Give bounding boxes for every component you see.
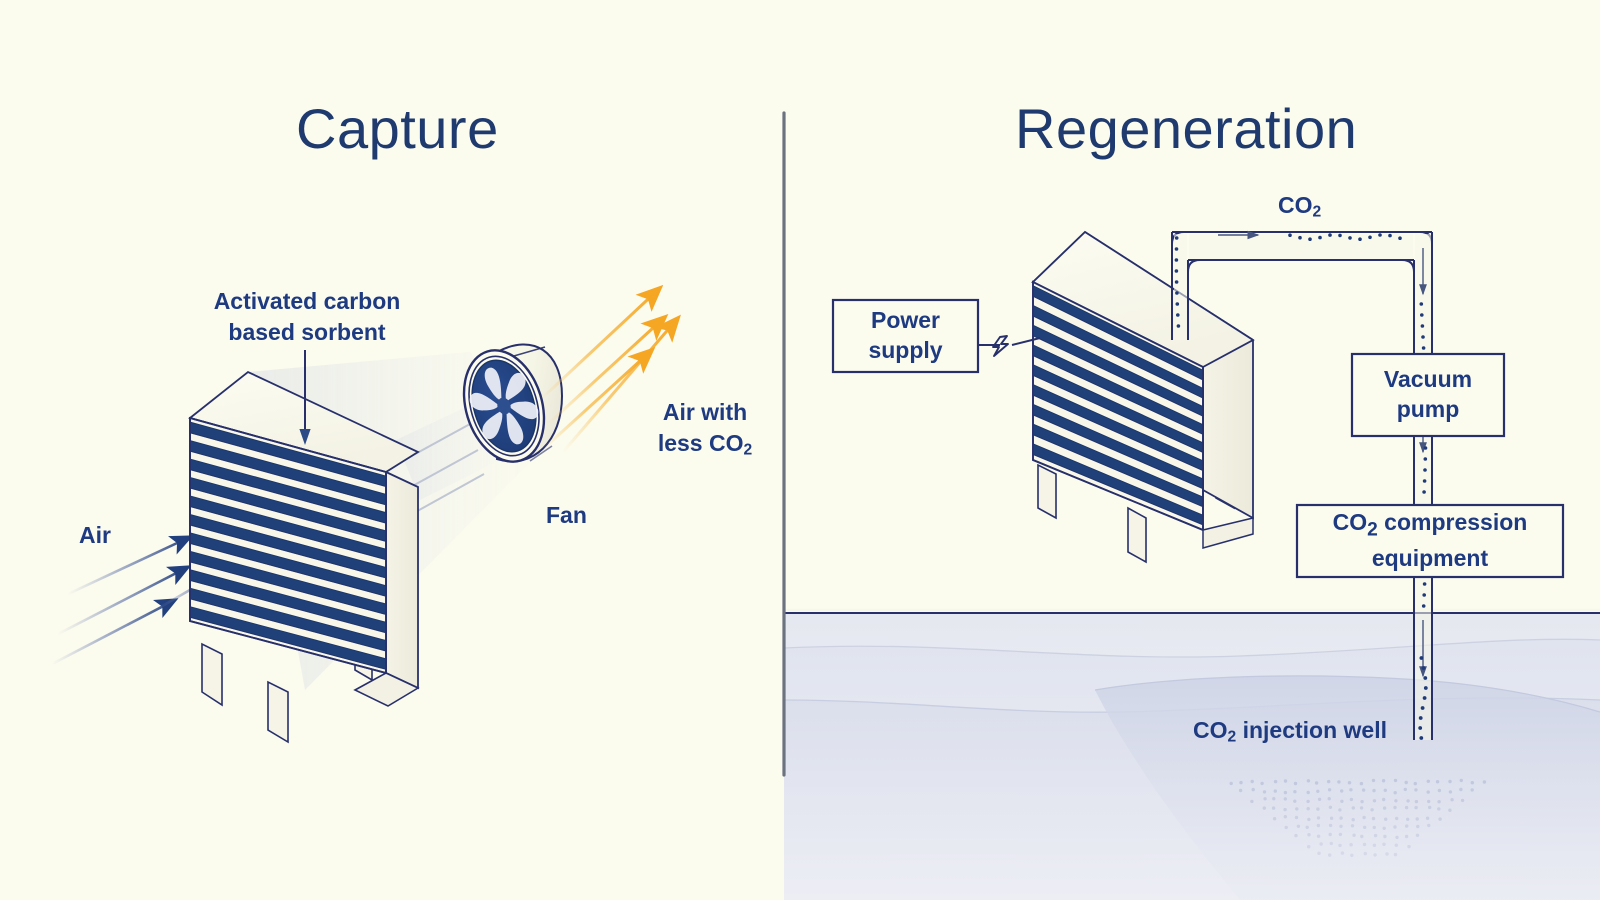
clean-air-line1: Air with (663, 399, 747, 425)
regeneration-title: Regeneration (1015, 96, 1357, 161)
vacuum-pump-label: Vacuum pump (1352, 354, 1504, 436)
fan-label: Fan (546, 500, 587, 531)
compression-line2: equipment (1372, 545, 1488, 571)
compression-label: CO2 compression equipment (1297, 505, 1563, 577)
sorbent-label-line1: Activated carbon (214, 288, 401, 314)
clean-air-label: Air with less CO2 (640, 397, 770, 461)
power-supply-line2: supply (868, 337, 942, 363)
capture-title: Capture (296, 96, 499, 161)
vacuum-pump-line1: Vacuum (1384, 366, 1472, 392)
subsurface-layers (784, 610, 1600, 900)
air-in-label: Air (79, 520, 111, 551)
clean-air-line2: less CO2 (658, 430, 752, 456)
power-supply-line1: Power (871, 307, 940, 333)
vacuum-pump-line2: pump (1397, 396, 1460, 422)
power-supply-label: Power supply (833, 300, 978, 372)
co2-pipe-label: CO2 (1278, 190, 1321, 223)
sorbent-label: Activated carbon based sorbent (192, 286, 422, 348)
sorbent-label-line2: based sorbent (228, 319, 385, 345)
compression-line1: CO2 compression (1333, 509, 1528, 535)
injection-well-label: CO2 injection well (1193, 715, 1387, 748)
